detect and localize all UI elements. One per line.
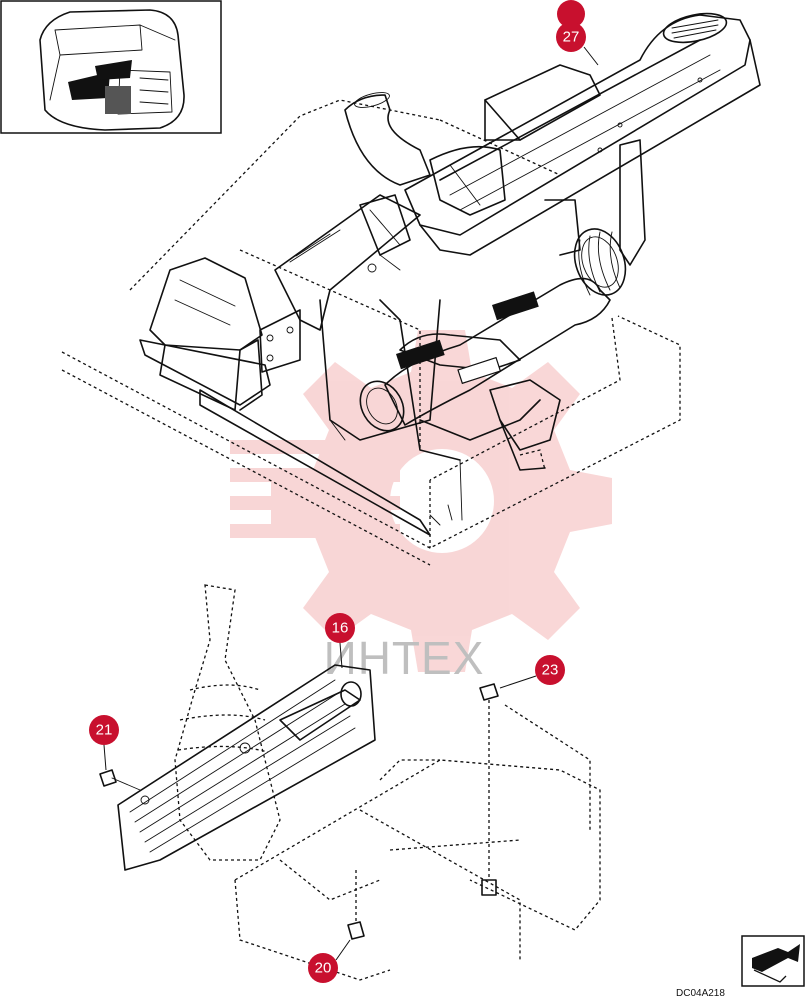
callout-21: 21 <box>89 715 119 771</box>
side-cover-panel <box>117 664 376 871</box>
direction-arrow-icon <box>741 935 805 987</box>
bolt-21 <box>99 769 141 791</box>
svg-text:20: 20 <box>315 960 332 977</box>
console-outline <box>174 584 601 981</box>
callout-27: 27 <box>556 0 599 66</box>
svg-text:23: 23 <box>542 662 559 679</box>
bolt-23 <box>479 683 499 896</box>
callout-23: 23 <box>499 655 565 689</box>
svg-text:21: 21 <box>96 722 113 739</box>
upper-air-duct <box>344 12 761 266</box>
svg-text:16: 16 <box>332 620 349 637</box>
svg-text:27: 27 <box>563 29 580 46</box>
air-duct-hoses <box>359 228 627 432</box>
machine-overview-icon <box>0 0 222 134</box>
watermark-logo <box>230 330 612 672</box>
callout-16: 16 <box>325 613 355 669</box>
drawing-code: DC04A218 <box>676 988 725 999</box>
watermark-text: ИНТЕХ <box>324 632 485 684</box>
callout-20: 20 <box>308 939 351 983</box>
bolt-20 <box>347 870 365 940</box>
mounting-bracket <box>274 145 506 331</box>
heater-unit <box>139 257 561 536</box>
